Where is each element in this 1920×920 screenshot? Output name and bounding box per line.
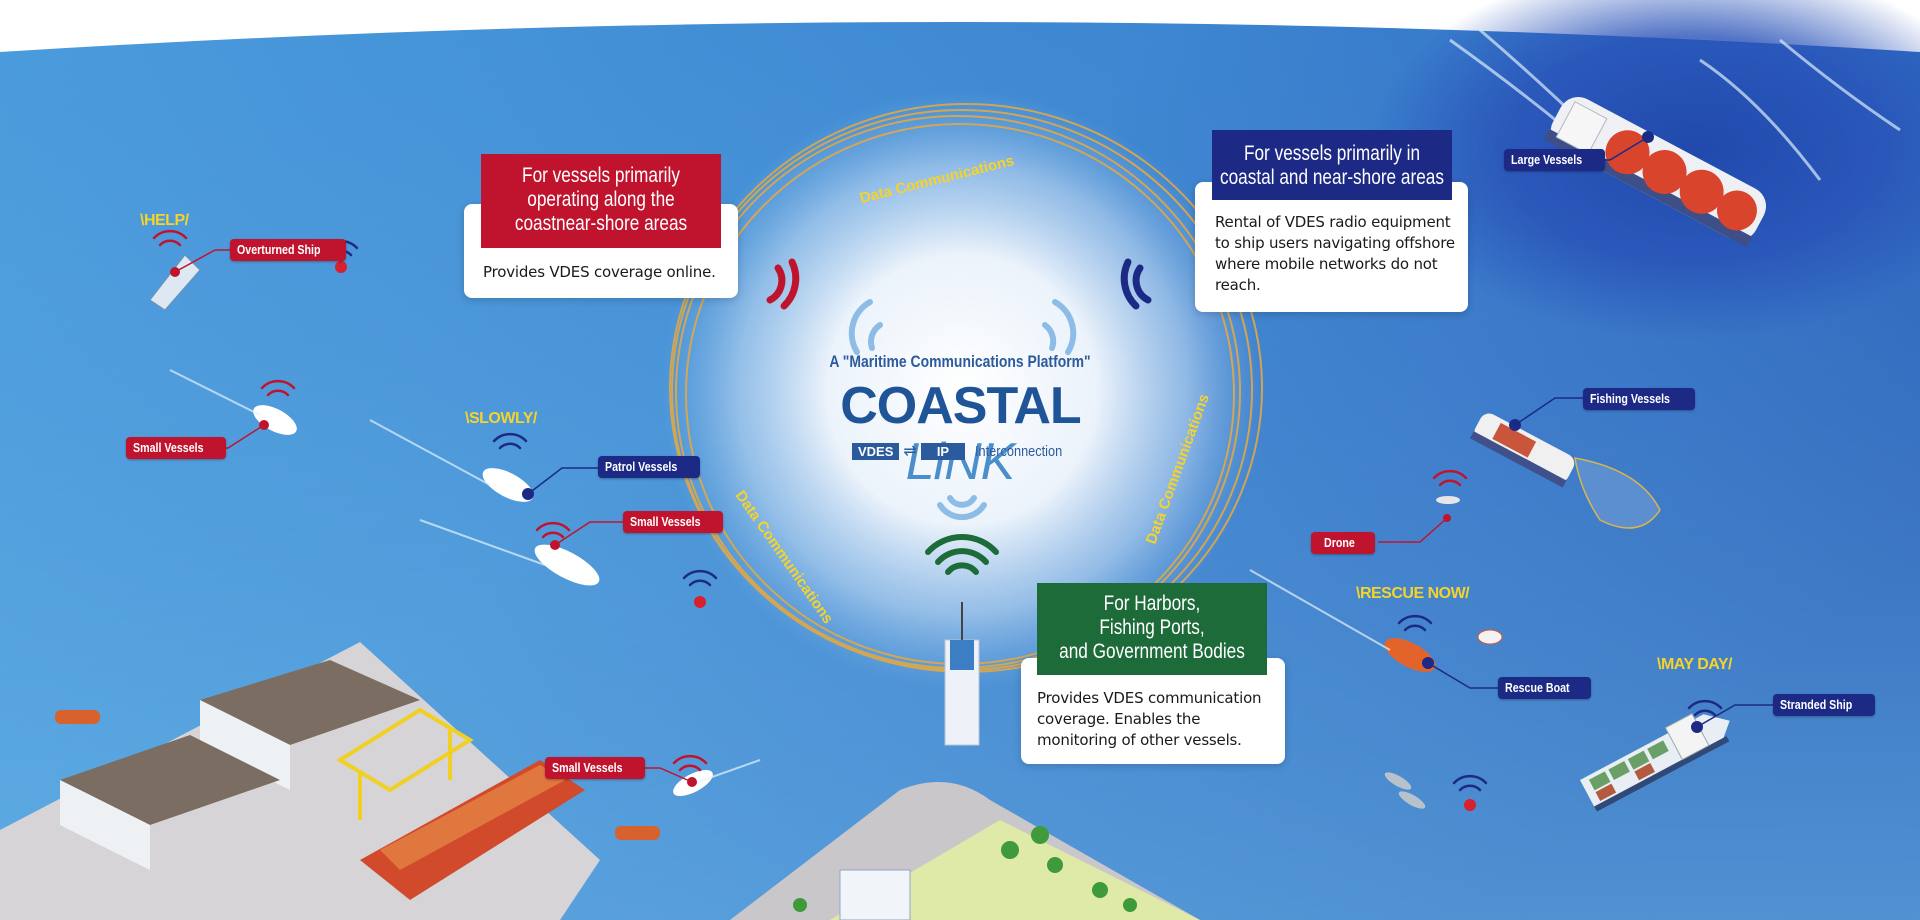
card-harbors-header (1037, 583, 1267, 675)
card-harbors-body: Provides VDES communication coverage. En… (1037, 689, 1262, 749)
label-overturned-ship: Overturned Ship (230, 239, 346, 261)
card-offshore-vessels-heading: For vessels primarily in coastal and nea… (1219, 142, 1444, 189)
label-small-vessels-left: Small Vessels (126, 437, 227, 459)
card-offshore-vessels-body: Rental of VDES radio equipment to ship u… (1215, 213, 1455, 294)
label-drone: Drone (1311, 532, 1375, 554)
brand-title: COASTAL LiNK (780, 378, 1140, 490)
interconnection-row: VDES ⇌ IP Interconnection (852, 442, 1078, 460)
card-coastal-vessels-header (481, 154, 721, 248)
card-harbors (1021, 658, 1285, 764)
label-large-vessels: Large Vessels (1504, 149, 1605, 171)
vdes-badge: VDES (852, 442, 900, 460)
card-coastal-vessels-body: Provides VDES coverage online. (483, 263, 716, 281)
label-stranded-ship: Stranded Ship (1773, 694, 1876, 716)
label-rescue-boat: Rescue Boat (1498, 677, 1591, 699)
brand-title-coastal: COASTAL (840, 377, 1081, 435)
interconnection-label: Interconnection (975, 442, 1063, 460)
shout-rescue-now: \RESCUE NOW/ (1356, 585, 1470, 602)
shout-help: \HELP/ (140, 212, 189, 229)
label-small-vessels-center: Small Vessels (623, 511, 724, 533)
card-harbors-heading: For Harbors, Fishing Ports, and Governme… (1059, 592, 1245, 663)
label-small-vessels-harbor: Small Vessels (545, 757, 646, 779)
card-coastal-vessels-heading: For vessels primarily operating along th… (514, 164, 688, 235)
bidirectional-arrow-icon: ⇌ (903, 443, 917, 460)
shout-slowly: \SLOWLY/ (465, 410, 537, 427)
card-offshore-vessels (1195, 182, 1468, 312)
label-fishing-vessels: Fishing Vessels (1583, 388, 1695, 410)
ip-badge: IP (920, 442, 966, 460)
card-offshore-vessels-header (1212, 130, 1452, 200)
label-patrol-vessels: Patrol Vessels (598, 456, 701, 478)
platform-subtitle: A "Maritime Communications Platform" (829, 352, 1091, 371)
shout-may-day: \MAY DAY/ (1657, 656, 1732, 673)
